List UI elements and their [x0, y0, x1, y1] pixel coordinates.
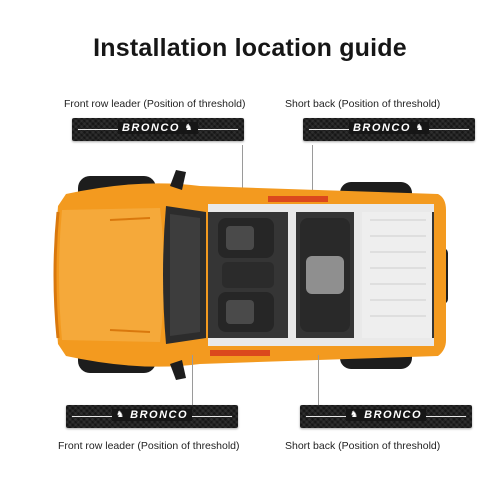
door-sill-front-bottom: ♞ BRONCO — [66, 405, 238, 428]
horse-icon: ♞ — [349, 409, 360, 419]
sill-logo-text: BRONCO — [130, 409, 189, 421]
sill-reflection-top — [268, 196, 328, 202]
front-grille — [53, 211, 60, 339]
sill-logo: ♞ BRONCO — [300, 409, 472, 421]
sill-logo: BRONCO ♞ — [303, 122, 475, 134]
sill-logo: BRONCO ♞ — [72, 122, 244, 134]
cargo-ribs — [370, 219, 426, 317]
leader-line-front-top — [242, 145, 243, 193]
label-front-row-top: Front row leader (Position of threshold) — [64, 98, 246, 110]
label-front-row-bottom: Front row leader (Position of threshold) — [58, 440, 240, 452]
vehicle-hood — [59, 208, 164, 342]
leader-line-front-bottom — [192, 355, 193, 405]
sill-logo-text: BRONCO — [364, 409, 423, 421]
seat-cushion — [226, 226, 254, 250]
horse-icon: ♞ — [415, 122, 426, 132]
door-sill-front-top: BRONCO ♞ — [72, 118, 244, 141]
center-console — [222, 262, 274, 288]
rear-floor-mat — [306, 256, 344, 294]
sill-logo: ♞ BRONCO — [66, 409, 238, 421]
label-short-back-bottom: Short back (Position of threshold) — [285, 440, 441, 452]
door-sill-back-top: BRONCO ♞ — [303, 118, 475, 141]
sill-logo-text: BRONCO — [352, 122, 411, 134]
horse-icon: ♞ — [184, 122, 195, 132]
seat-cushion — [226, 300, 254, 324]
roll-frame-top — [208, 204, 434, 212]
roll-bar-rear — [354, 204, 362, 346]
label-short-back-top: Short back (Position of threshold) — [285, 98, 441, 110]
leader-line-back-bottom — [318, 355, 319, 405]
horse-icon: ♞ — [115, 409, 126, 419]
leader-line-back-top — [312, 145, 313, 193]
sill-logo-text: BRONCO — [121, 122, 180, 134]
cargo-floor — [362, 212, 432, 338]
roll-frame-bottom — [208, 338, 434, 346]
hood-crease — [109, 217, 151, 333]
sill-reflection-bottom — [210, 350, 270, 356]
windshield-glass — [170, 214, 200, 336]
mirror-bottom — [170, 360, 186, 380]
roll-bar-front — [288, 204, 296, 346]
door-sill-back-bottom: ♞ BRONCO — [300, 405, 472, 428]
mirror-top — [170, 170, 186, 190]
page-title: Installation location guide — [93, 34, 407, 62]
